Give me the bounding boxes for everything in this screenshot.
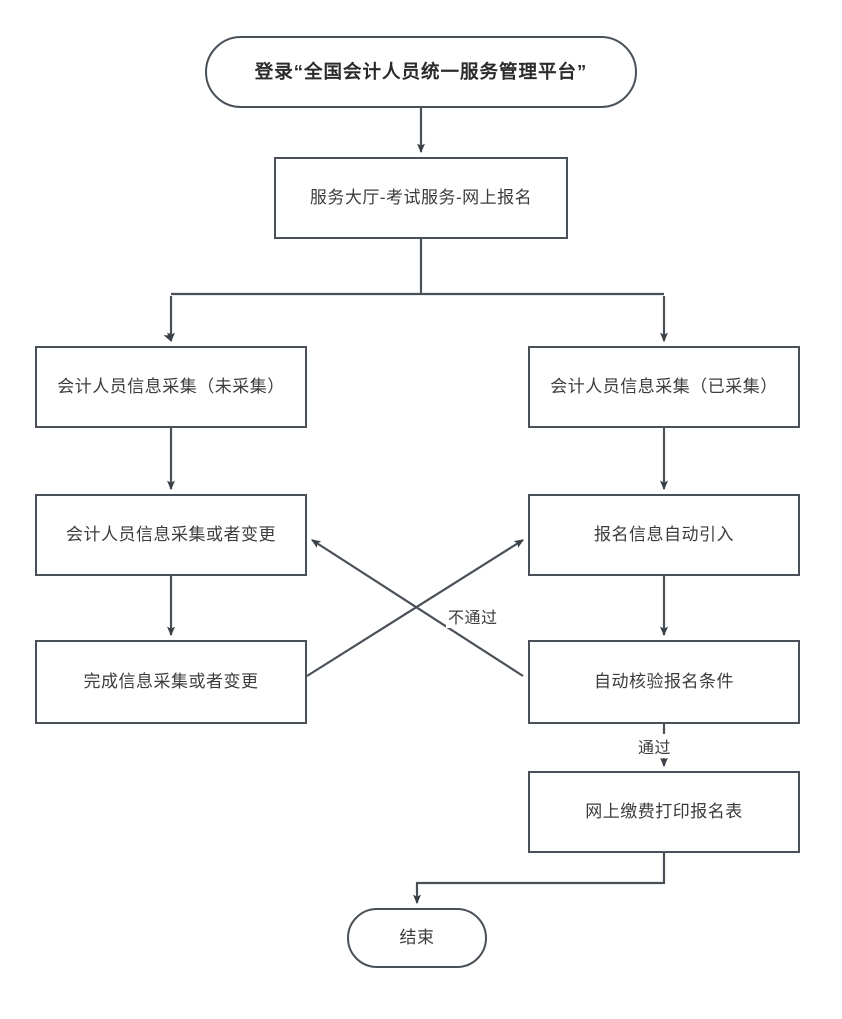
edge-label-fail-text: 不通过 (448, 610, 498, 627)
node-finish-collect: 完成信息采集或者变更 (35, 640, 307, 724)
node-finish-collect-label: 完成信息采集或者变更 (83, 671, 259, 691)
node-start-label: 登录“全国会计人员统一服务管理平台” (254, 60, 588, 82)
edge-pay-to-end (413, 853, 666, 905)
node-service-hall-label: 服务大厅-考试服务-网上报名 (309, 187, 533, 207)
node-info-not-collected-label: 会计人员信息采集（未采集） (57, 376, 285, 396)
node-collect-or-change: 会计人员信息采集或者变更 (35, 494, 307, 576)
node-end-label: 结束 (399, 927, 435, 947)
node-auto-import-label: 报名信息自动引入 (594, 524, 734, 544)
node-info-not-collected: 会计人员信息采集（未采集） (35, 346, 307, 428)
node-start: 登录“全国会计人员统一服务管理平台” (205, 36, 637, 108)
node-auto-verify: 自动核验报名条件 (528, 640, 800, 724)
node-pay-and-print: 网上缴费打印报名表 (528, 771, 800, 853)
node-auto-import: 报名信息自动引入 (528, 494, 800, 576)
node-pay-and-print-label: 网上缴费打印报名表 (585, 801, 743, 821)
node-service-hall: 服务大厅-考试服务-网上报名 (274, 157, 568, 239)
node-end: 结束 (347, 908, 487, 968)
node-info-collected: 会计人员信息采集（已采集） (528, 346, 800, 428)
node-auto-verify-label: 自动核验报名条件 (594, 671, 734, 691)
edge-label-fail: 不通过 (446, 604, 500, 628)
node-info-collected-label: 会计人员信息采集（已采集） (550, 376, 778, 396)
edge-label-pass-text: 通过 (638, 740, 672, 757)
node-collect-or-change-label: 会计人员信息采集或者变更 (66, 524, 276, 544)
edge-label-pass: 通过 (636, 734, 674, 758)
